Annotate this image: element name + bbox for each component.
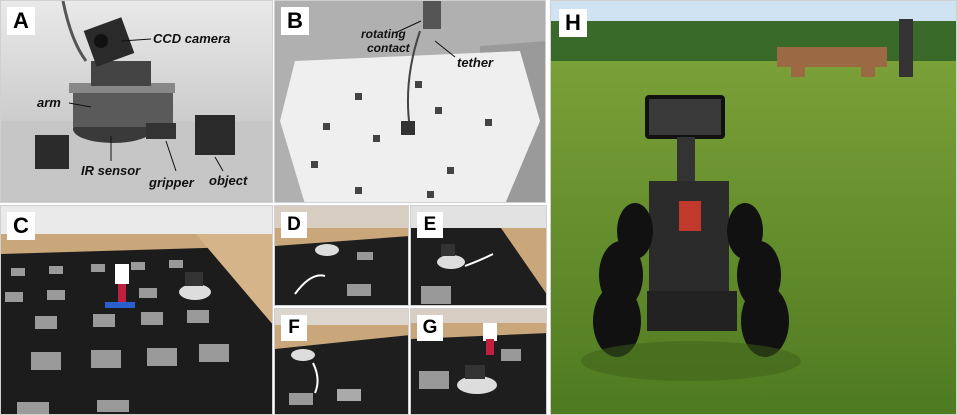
panel-b-arena: B rotating contact tether xyxy=(274,0,546,203)
panel-e-letter: E xyxy=(417,212,443,238)
label-tether: tether xyxy=(457,55,494,70)
panel-h-letter: H xyxy=(559,9,587,37)
panel-g-letter: G xyxy=(417,315,443,341)
panel-g-robot-block: G xyxy=(410,308,547,415)
panel-f-robot-path: F xyxy=(274,308,409,415)
label-arm: arm xyxy=(37,95,61,110)
panel-b-photo xyxy=(275,1,545,202)
label-gripper: gripper xyxy=(149,175,194,190)
label-contact: contact xyxy=(367,41,410,55)
panel-h-photo xyxy=(551,1,956,414)
label-ccd-camera: CCD camera xyxy=(153,31,231,46)
panel-a-letter: A xyxy=(7,7,35,35)
label-rotating: rotating xyxy=(361,27,406,41)
label-ir-sensor: IR sensor xyxy=(81,163,141,178)
panel-b-letter: B xyxy=(281,7,309,35)
panel-e-photo xyxy=(411,206,546,305)
panel-c-grid-arena: C xyxy=(0,205,273,415)
panel-h-outdoor-rover: H xyxy=(550,0,957,415)
panel-a-photo xyxy=(1,1,272,202)
panel-a-khepera-robot: A CCD camera arm IR sensor gripper objec… xyxy=(0,0,273,203)
panel-d-robot-path: D xyxy=(274,205,409,306)
label-object: object xyxy=(209,173,248,188)
panel-c-letter: C xyxy=(7,212,35,240)
panel-e-robot-path: E xyxy=(410,205,547,306)
panel-c-photo xyxy=(1,206,272,414)
panel-f-photo xyxy=(275,309,408,414)
panel-f-letter: F xyxy=(281,315,307,341)
panel-d-letter: D xyxy=(281,212,307,238)
